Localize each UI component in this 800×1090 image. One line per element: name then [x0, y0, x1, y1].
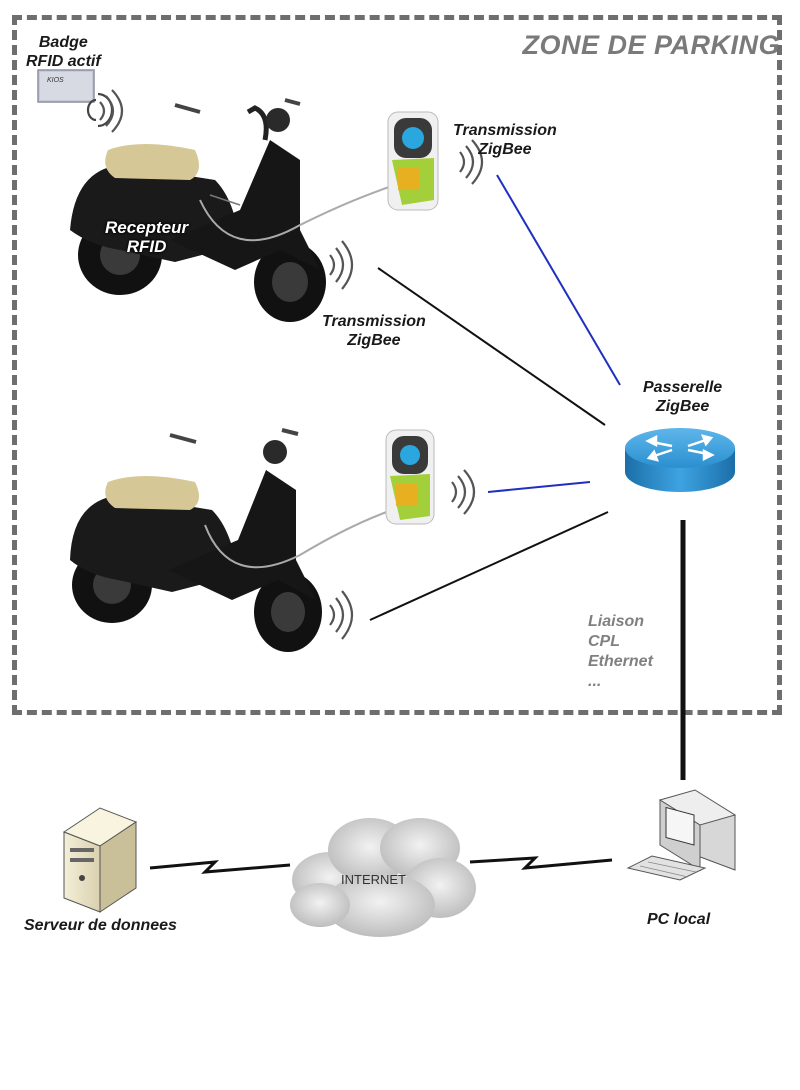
zigbee-gateway-router-icon: [625, 428, 735, 492]
link-scooter2-gateway: [369, 511, 609, 621]
server-label: Serveur de donnees: [24, 917, 177, 934]
charging-cable-1: [199, 184, 396, 242]
internet-link-pc: [469, 856, 613, 870]
parking-zone-frame: [12, 15, 782, 715]
link-scooter1-gateway: [377, 267, 606, 426]
station1-waves-icon: [459, 139, 484, 185]
scooter-1-icon: [70, 98, 326, 322]
transmission-label-mid: Transmission ZigBee: [322, 313, 426, 349]
zigbee-link-top: [496, 174, 621, 386]
liaison-label: Liaison CPL Ethernet ...: [588, 613, 653, 690]
internet-label: INTERNET: [341, 872, 406, 887]
pc-label: PC local: [647, 911, 711, 928]
internet-cloud-icon: [290, 818, 476, 937]
zone-title: ZONE DE PARKING: [522, 30, 780, 60]
station2-waves-icon: [451, 469, 476, 515]
badge-label: Badge RFID actif: [26, 34, 101, 70]
charging-station-1-icon: [387, 111, 439, 211]
pc-local-icon: [626, 789, 737, 881]
badge-waves-icon: [99, 89, 124, 133]
scooter2-waves-icon: [329, 590, 354, 640]
transmission-label-top: Transmission ZigBee: [453, 122, 557, 158]
scooter1-waves-icon: [329, 240, 354, 290]
gateway-label: Passerelle ZigBee: [643, 379, 723, 415]
charging-station-2-icon: [385, 429, 435, 525]
internet-link-server: [149, 860, 291, 874]
server-icon: [62, 807, 138, 913]
rfid-badge-card: [37, 69, 95, 103]
scooter-2-icon: [70, 428, 322, 652]
charging-cable-2: [204, 509, 393, 569]
zigbee-link-mid: [487, 481, 591, 493]
receiver-label: Recepteur RFID: [105, 218, 189, 256]
badge-card-text: KIOS: [47, 77, 64, 84]
